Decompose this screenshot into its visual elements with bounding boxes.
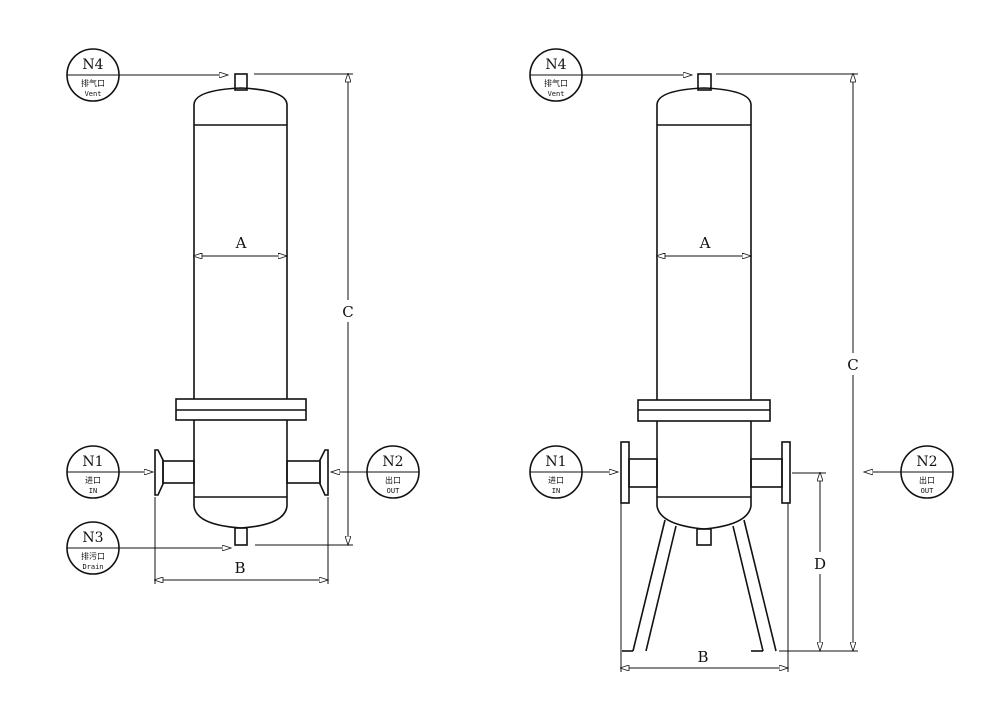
tag-text: N4 (545, 57, 566, 73)
tag-text: 排气口 (544, 78, 568, 88)
outlet-clamp-flange (319, 449, 329, 496)
vessel-left (154, 73, 329, 546)
nozzle-tag-n1-left: N1 进口 IN (66, 445, 153, 499)
vent-nozzle (697, 73, 712, 91)
tag-text: N1 (545, 454, 566, 470)
tag-text: IN (552, 487, 560, 495)
inlet-clamp-flange (154, 449, 164, 496)
tag-text: Drain (82, 563, 103, 571)
vessel-right (620, 73, 791, 652)
tag-text: N3 (82, 530, 103, 546)
dim-a-label: A (235, 234, 247, 252)
dim-b-label: B (697, 648, 708, 666)
tag-text: 进口 (548, 476, 564, 485)
vent-nozzle (234, 73, 248, 91)
tag-text: OUT (387, 487, 400, 495)
tag-text: N4 (82, 57, 103, 73)
inlet-pipe (628, 458, 658, 488)
inlet-pipe (162, 460, 195, 484)
bottom-head (656, 505, 752, 530)
outlet-pipe (750, 458, 783, 488)
support-legs (622, 519, 777, 652)
outlet-pipe (286, 460, 321, 484)
top-head (193, 87, 288, 125)
dim-c-label: C (847, 356, 858, 374)
tag-text: N2 (916, 454, 937, 470)
dim-c-label: C (342, 303, 353, 321)
tag-text: 出口 (385, 475, 401, 485)
tag-text: 排污口 (81, 551, 105, 561)
tag-text: 出口 (919, 475, 935, 485)
nozzle-tag-n2-right: N2 出口 OUT (864, 445, 954, 499)
drain-nozzle (696, 528, 712, 546)
tag-text: IN (89, 487, 97, 495)
nozzle-tag-n4-right: N4 排气口 Vent (529, 48, 692, 102)
nozzle-tag-n4-left: N4 排气口 Vent (66, 48, 228, 102)
drain-nozzle (234, 527, 248, 546)
tag-text: N1 (82, 454, 103, 470)
outlet-flange (781, 441, 791, 504)
nozzle-tag-n3-left: N3 排污口 Drain (66, 521, 231, 575)
inlet-flange (620, 441, 630, 504)
tag-text: Vent (548, 90, 565, 98)
tag-text: N2 (382, 454, 403, 470)
tag-text: OUT (921, 487, 934, 495)
tag-text: Vent (85, 90, 102, 98)
tag-text: 排气口 (81, 78, 105, 88)
dimensions-right: A C D B (621, 74, 859, 672)
dim-a-label: A (699, 234, 711, 252)
dim-b-label: B (234, 559, 245, 577)
top-head (656, 87, 752, 125)
nozzle-tag-n1-right: N1 进口 IN (529, 445, 618, 499)
dim-d-label: D (814, 555, 826, 573)
tag-text: 进口 (85, 476, 101, 485)
dimensions-left: A C B (155, 74, 354, 584)
bottom-head (193, 505, 288, 529)
nozzle-tag-n2-left: N2 出口 OUT (331, 445, 420, 499)
